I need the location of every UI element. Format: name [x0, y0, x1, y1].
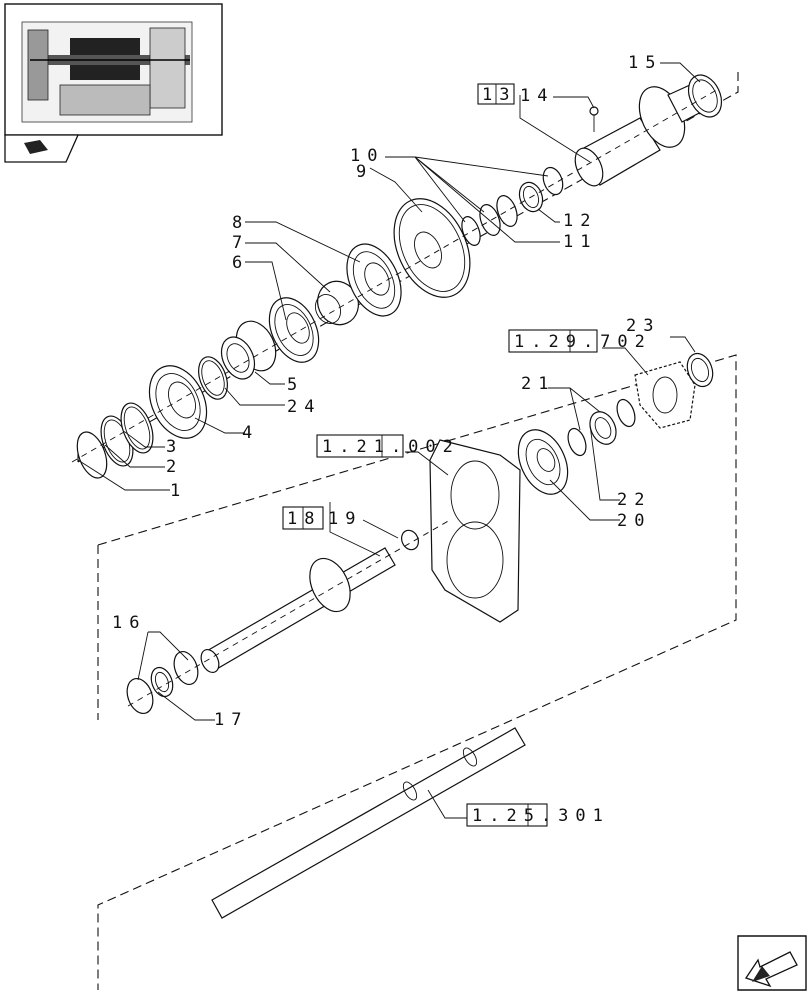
svg-text:1.29.702: 1.29.702 [514, 332, 652, 352]
callout-3: 3 [166, 437, 183, 457]
callout-17: 17 [214, 710, 248, 730]
callout-22: 22 [617, 490, 651, 510]
callout-24: 24 [287, 397, 321, 417]
callout-15: 15 [628, 53, 662, 73]
callout-5: 5 [287, 375, 304, 395]
reference-link-1-21-002[interactable]: 1.21.002 [316, 434, 460, 458]
leader-lines [77, 62, 701, 819]
housing-plate [429, 439, 521, 623]
long-shaft [211, 727, 526, 919]
transmission-overview-thumbnail[interactable] [4, 3, 223, 136]
previous-page-arrow-icon[interactable] [737, 935, 807, 991]
synchro-hub-6 [268, 297, 320, 363]
svg-text:1.25.301: 1.25.301 [472, 806, 610, 826]
rings-21 [567, 398, 636, 457]
callout-4: 4 [242, 423, 259, 443]
circlip-1 [76, 431, 108, 479]
callout-20: 20 [617, 511, 651, 531]
bushing-5 [220, 320, 277, 380]
snap-rings-10 [461, 166, 564, 246]
callout-12: 12 [563, 211, 597, 231]
lower-shaft-axis [127, 519, 451, 707]
callout-23: 23 [626, 316, 660, 336]
bearing-4 [148, 365, 208, 439]
output-shaft-13 [574, 84, 706, 187]
ring-3 [120, 402, 154, 454]
callout-11: 11 [563, 232, 597, 252]
reference-link-1-25-301[interactable]: 1.25.301 [466, 803, 610, 827]
svg-text:13: 13 [482, 85, 516, 105]
bushing-22 [589, 411, 617, 445]
callout-10: 10 [350, 146, 384, 166]
reference-link-1-29-702[interactable]: 1.29.702 [508, 329, 652, 353]
callout-9: 9 [356, 162, 373, 182]
book-icon[interactable] [4, 134, 80, 163]
svg-text:18: 18 [287, 509, 321, 529]
input-shaft-18 [200, 547, 396, 673]
gear-8 [346, 243, 402, 317]
plug-19 [401, 529, 419, 551]
callout-21: 21 [521, 374, 555, 394]
ring-24 [198, 356, 228, 400]
callout-2: 2 [166, 457, 183, 477]
upper-shaft-axis [71, 87, 721, 463]
callout-6: 6 [232, 253, 249, 273]
callout-16: 16 [112, 613, 146, 633]
lower-group-boundary [97, 354, 737, 990]
sleeve-7 [314, 280, 359, 326]
callout-labels: 1 2 3 4 5 24 6 7 8 9 10 11 12 14 15 23 2… [112, 53, 662, 730]
callout-19: 19 [328, 509, 362, 529]
cover-23 [634, 361, 696, 429]
callout-1: 1 [170, 481, 187, 501]
svg-text:1.21.002: 1.21.002 [322, 437, 460, 457]
plug-14 [589, 106, 599, 132]
boxed-callout-13[interactable]: 13 [477, 83, 516, 105]
seal-23 [686, 352, 714, 388]
callout-8: 8 [232, 213, 249, 233]
callout-14: 14 [520, 86, 554, 106]
boxed-callout-18[interactable]: 18 [282, 506, 324, 530]
callout-7: 7 [232, 233, 249, 253]
